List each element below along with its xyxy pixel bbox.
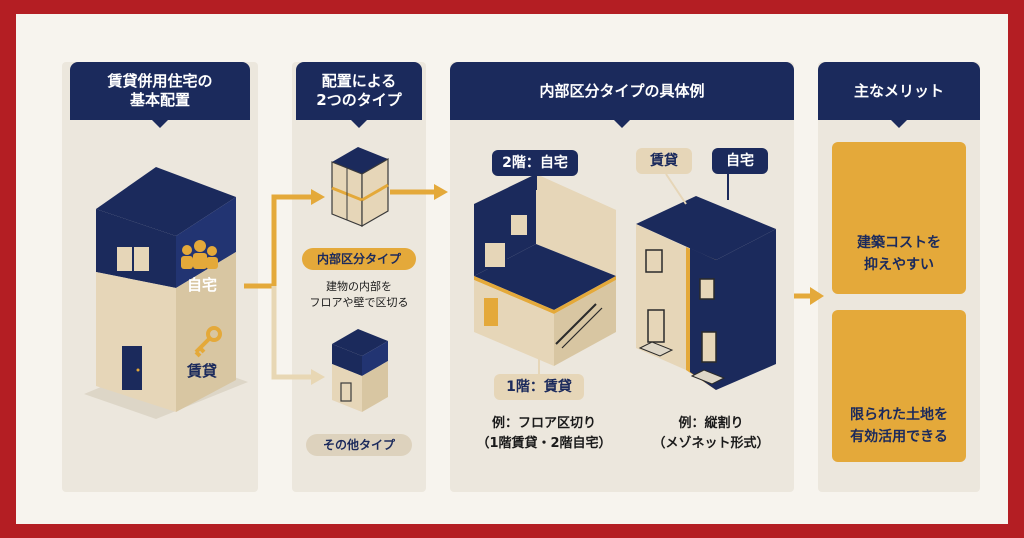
panel2-title-line1: 配置による xyxy=(321,72,397,91)
type-internal-desc-line2: フロアや壁で区切る xyxy=(309,296,409,309)
example2-line2: （メゾネット形式） xyxy=(652,436,770,451)
arrow-head-icon xyxy=(810,287,824,305)
type-internal-badge: 内部区分タイプ xyxy=(302,248,416,270)
key-icon xyxy=(194,326,222,358)
callout-home: 自宅 xyxy=(712,148,768,174)
example2-line1: 例：縦割り xyxy=(678,416,744,431)
merit2-line1: 限られた土地を xyxy=(850,407,948,423)
arrow-head-icon xyxy=(311,189,325,205)
merit2-line2: 有効活用できる xyxy=(850,429,948,445)
other-type-cube xyxy=(332,329,388,412)
panel2-title: 配置による 2つのタイプ xyxy=(296,62,422,128)
panel2-title-line2: 2つのタイプ xyxy=(316,91,402,109)
type-internal-desc-line1: 建物の内部を xyxy=(326,280,392,293)
panel3-title: 内部区分タイプの具体例 xyxy=(450,62,794,128)
label-home: 自宅 xyxy=(186,276,217,294)
example1-line1: 例：フロア区切り xyxy=(491,416,596,431)
internal-type-cube xyxy=(331,147,389,228)
panel-two-types xyxy=(292,62,426,492)
connector-arrows xyxy=(244,189,810,380)
callout-2f-home: 2階：自宅 xyxy=(492,150,578,176)
merit1-line2: 抑えやすい xyxy=(864,257,934,273)
panel3-title-text: 内部区分タイプの具体例 xyxy=(539,81,705,100)
label-rental: 賃貸 xyxy=(186,362,217,380)
arrow-head-icon xyxy=(434,184,448,200)
merit1-line1: 建築コストを xyxy=(857,235,941,251)
panel1-title-line1: 賃貸併用住宅の xyxy=(107,72,213,91)
floor-split-illustration xyxy=(474,174,616,366)
type-other-badge: その他タイプ xyxy=(306,434,412,456)
panel1-title-line2: 基本配置 xyxy=(129,91,190,109)
diagram-canvas: $ 賃貸併用住宅の 基本配置 自宅 賃貸 配置による 2つのタイプ 内部区分タイ… xyxy=(16,14,1008,524)
arrow-head-icon xyxy=(311,369,325,385)
example1-line2: （1階賃貸・2階自宅） xyxy=(476,436,612,451)
family-icon xyxy=(181,240,218,269)
vertical-split-illustration xyxy=(636,196,776,390)
callout-pointer xyxy=(665,173,687,205)
callout-rental: 賃貸 xyxy=(636,148,692,174)
merit-land-card xyxy=(832,310,966,462)
merit-cost-card xyxy=(832,142,966,294)
panel4-title-text: 主なメリット xyxy=(853,81,944,100)
panel1-title: 賃貸併用住宅の 基本配置 xyxy=(70,62,250,128)
callout-1f-rental: 1階：賃貸 xyxy=(494,374,584,400)
panel4-title: 主なメリット xyxy=(818,62,980,128)
